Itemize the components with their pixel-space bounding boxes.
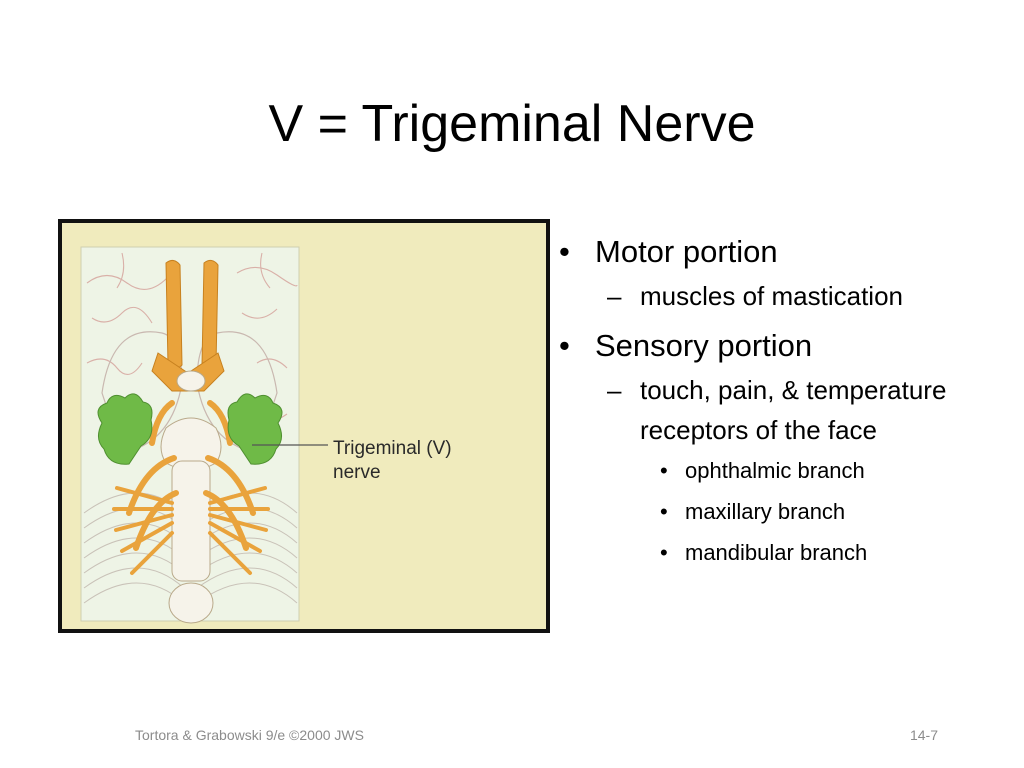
bullet-icon: •	[660, 458, 668, 483]
sub-bullet-muscles: – muscles of mastication	[555, 276, 1005, 316]
dash-icon: –	[607, 375, 622, 405]
bullet-text: Sensory portion	[595, 328, 813, 363]
sub-sub-bullet-ophthalmic: • ophthalmic branch	[555, 450, 1005, 491]
sub-sub-bullet-maxillary: • maxillary branch	[555, 491, 1005, 532]
bullet-list: • Motor portion – muscles of mastication…	[555, 230, 1005, 573]
sub-bullet-text: muscles of mastication	[640, 281, 903, 311]
bullet-icon: •	[660, 499, 668, 524]
footer-citation: Tortora & Grabowski 9/e ©2000 JWS	[135, 727, 364, 743]
bullet-icon: •	[660, 540, 668, 565]
figure-label-line2: nerve	[333, 462, 381, 483]
sub-sub-bullet-text: ophthalmic branch	[685, 458, 865, 483]
bullet-sensory-portion: • Sensory portion	[555, 324, 1005, 368]
figure-label-line1: Trigeminal (V)	[333, 438, 452, 459]
sub-sub-bullet-text: maxillary branch	[685, 499, 846, 524]
bullet-motor-portion: • Motor portion	[555, 230, 1005, 274]
slide-number: 14-7	[909, 727, 938, 743]
dash-icon: –	[607, 281, 622, 311]
trigeminal-nerve-figure: Trigeminal (V) nerve	[58, 219, 550, 633]
sub-bullet-text: touch, pain, & temperature receptors of …	[640, 375, 947, 445]
bullet-icon: •	[559, 328, 570, 363]
brain-illustration	[80, 246, 328, 624]
sub-bullet-receptors: – touch, pain, & temperature receptors o…	[555, 370, 1005, 450]
slide-title: V = Trigeminal Nerve	[268, 95, 756, 153]
sub-sub-bullet-text: mandibular branch	[685, 540, 868, 565]
bullet-text: Motor portion	[595, 234, 778, 269]
sub-sub-bullet-mandibular: • mandibular branch	[555, 532, 1005, 573]
trigeminal-figure-label: Trigeminal (V) nerve	[333, 437, 452, 485]
bullet-icon: •	[559, 234, 570, 269]
